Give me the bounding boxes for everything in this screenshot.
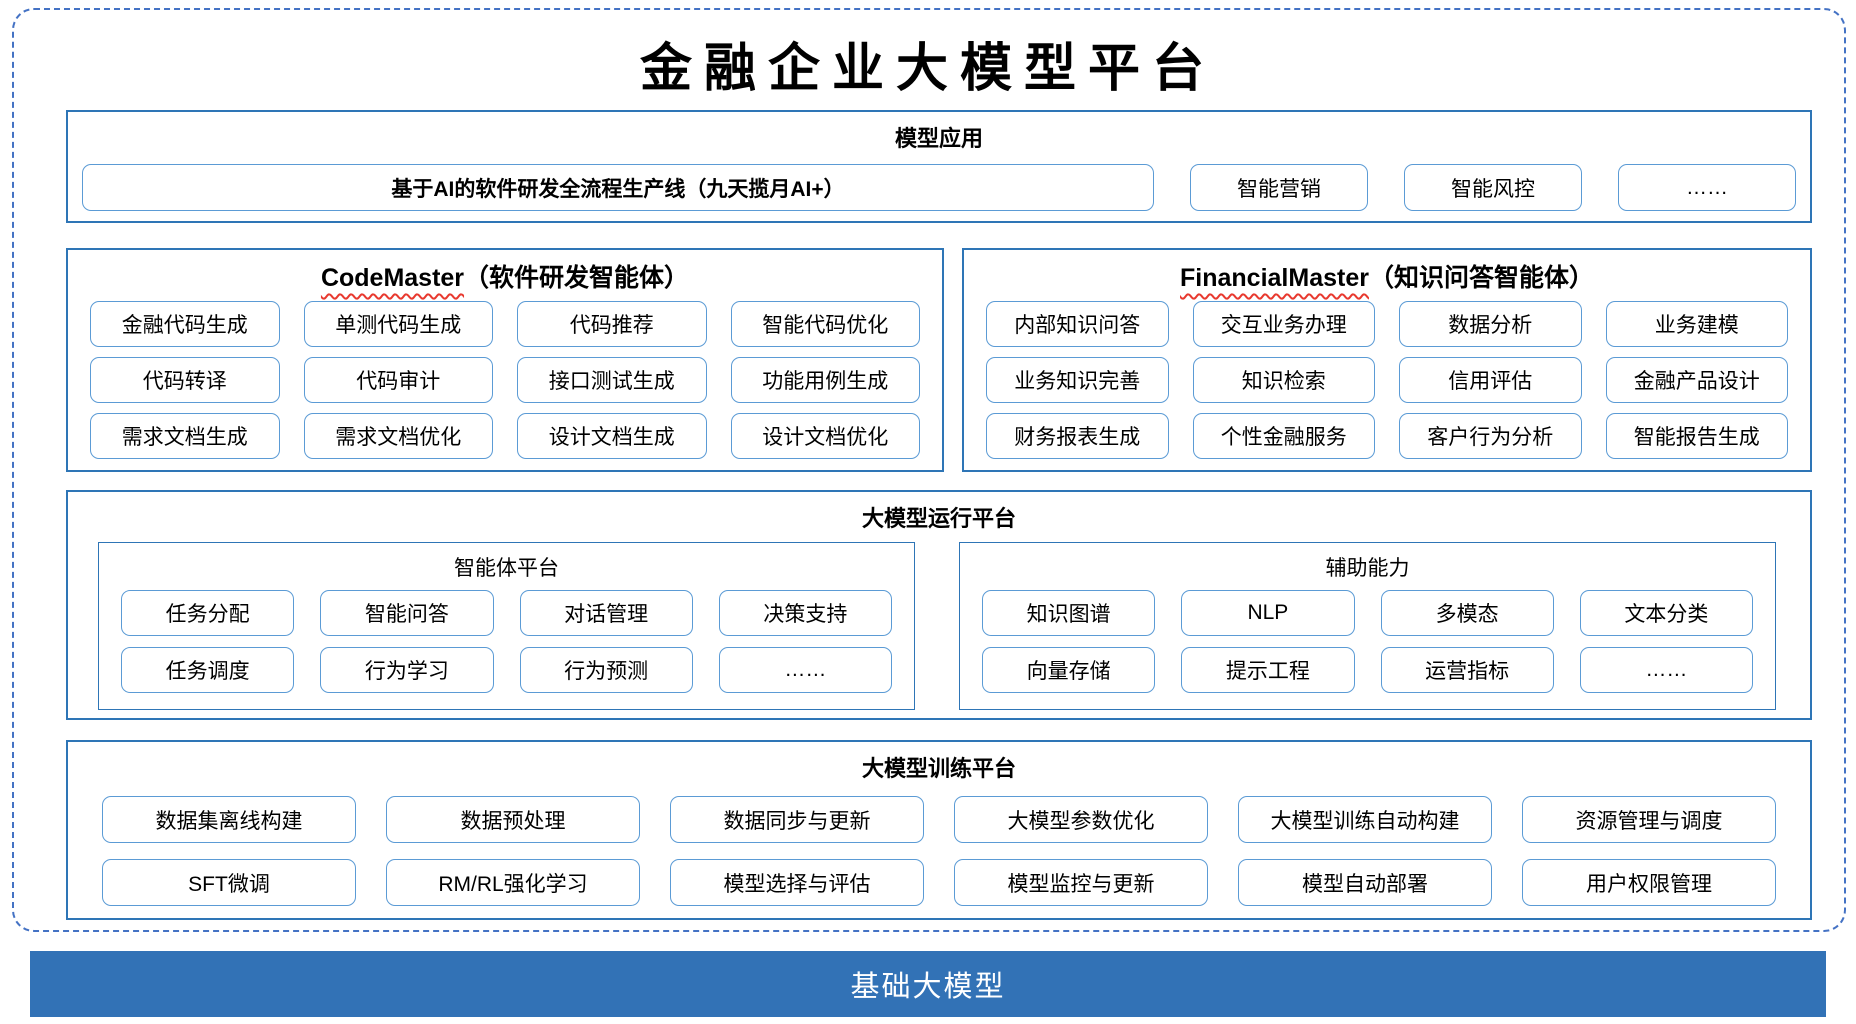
section-model-application: 模型应用 基于AI的软件研发全流程生产线（九天揽月AI+） 智能营销 智能风控 …: [66, 110, 1812, 223]
agent-box: 决策支持: [718, 590, 892, 636]
agent-box: 智能问答: [320, 590, 494, 636]
code-box: 功能用例生成: [730, 357, 920, 403]
train-box: 大模型训练自动构建: [1238, 796, 1492, 843]
agent-platform-row-2: 任务调度 行为学习 行为预测 ……: [121, 647, 892, 693]
subpanel-agent-platform: 智能体平台 任务分配 智能问答 对话管理 决策支持 任务调度 行为学习 行为预测…: [98, 542, 915, 710]
aux-box: NLP: [1181, 590, 1355, 636]
train-box: SFT微调: [102, 859, 356, 906]
foundation-model-bar: 基础大模型: [30, 951, 1826, 1017]
subpanel-aux-capability: 辅助能力 知识图谱 NLP 多模态 文本分类 向量存储 提示工程 运营指标 ……: [959, 542, 1776, 710]
runtime-platform-header: 大模型运行平台: [861, 506, 1016, 531]
training-grid: 数据集离线构建 数据预处理 数据同步与更新 大模型参数优化 大模型训练自动构建 …: [102, 796, 1776, 906]
fin-box: 内部知识问答: [986, 301, 1169, 347]
train-box: RM/RL强化学习: [386, 859, 640, 906]
train-box: 模型自动部署: [1238, 859, 1492, 906]
agent-box: 任务分配: [121, 590, 295, 636]
page-title: 金融企业大模型平台: [639, 41, 1216, 98]
aux-capability-row-2: 向量存储 提示工程 运营指标 ……: [982, 647, 1753, 693]
train-box: 模型选择与评估: [670, 859, 924, 906]
app-box-risk-control: 智能风控: [1404, 164, 1582, 211]
fin-box: 智能报告生成: [1605, 413, 1788, 459]
aux-box: 提示工程: [1181, 647, 1355, 693]
train-box: 数据预处理: [386, 796, 640, 843]
model-application-header: 模型应用: [894, 126, 983, 151]
section-runtime-platform: 大模型运行平台 智能体平台 任务分配 智能问答 对话管理 决策支持 任务调度 行…: [66, 490, 1812, 720]
agent-box: 任务调度: [121, 647, 295, 693]
fin-box: 知识检索: [1192, 357, 1375, 403]
code-box: 设计文档优化: [730, 413, 920, 459]
app-box-marketing: 智能营销: [1190, 164, 1368, 211]
fin-box: 业务建模: [1605, 301, 1788, 347]
financialmaster-grid: 内部知识问答 交互业务办理 数据分析 业务建模 业务知识完善 知识检索 信用评估…: [986, 301, 1788, 459]
aux-box: 知识图谱: [982, 590, 1156, 636]
codemaster-row-3: 需求文档生成 需求文档优化 设计文档生成 设计文档优化: [90, 413, 920, 459]
aux-box: 文本分类: [1579, 590, 1753, 636]
agent-platform-header: 智能体平台: [454, 557, 559, 580]
fin-box: 交互业务办理: [1192, 301, 1375, 347]
train-box: 模型监控与更新: [954, 859, 1208, 906]
code-box: 需求文档生成: [90, 413, 280, 459]
aux-capability-header: 辅助能力: [1325, 557, 1410, 580]
aux-box: 向量存储: [982, 647, 1156, 693]
financialmaster-header: FinancialMaster（知识问答智能体）: [964, 258, 1810, 294]
codemaster-header-cn: （软件研发智能体）: [464, 264, 690, 292]
codemaster-row-1: 金融代码生成 单测代码生成 代码推荐 智能代码优化: [90, 301, 920, 347]
codemaster-header: CodeMaster（软件研发智能体）: [68, 258, 942, 294]
code-box: 智能代码优化: [730, 301, 920, 347]
section-codemaster: CodeMaster（软件研发智能体） 金融代码生成 单测代码生成 代码推荐 智…: [66, 248, 944, 472]
code-box: 金融代码生成: [90, 301, 280, 347]
train-box: 资源管理与调度: [1522, 796, 1776, 843]
aux-capability-row-1: 知识图谱 NLP 多模态 文本分类: [982, 590, 1753, 636]
codemaster-header-en: CodeMaster: [320, 264, 465, 292]
agent-platform-grid: 任务分配 智能问答 对话管理 决策支持 任务调度 行为学习 行为预测 ……: [121, 590, 892, 693]
train-box: 大模型参数优化: [954, 796, 1208, 843]
fin-box: 信用评估: [1399, 357, 1582, 403]
agent-box: 行为预测: [519, 647, 693, 693]
app-box-ellipsis: ……: [1618, 164, 1796, 211]
model-application-row: 基于AI的软件研发全流程生产线（九天揽月AI+） 智能营销 智能风控 ……: [82, 164, 1796, 211]
code-box: 设计文档生成: [517, 413, 707, 459]
section-training-platform: 大模型训练平台 数据集离线构建 数据预处理 数据同步与更新 大模型参数优化 大模…: [66, 740, 1812, 920]
training-platform-header: 大模型训练平台: [861, 756, 1016, 781]
training-row-2: SFT微调 RM/RL强化学习 模型选择与评估 模型监控与更新 模型自动部署 用…: [102, 859, 1776, 906]
financialmaster-row-3: 财务报表生成 个性金融服务 客户行为分析 智能报告生成: [986, 413, 1788, 459]
aux-box-ellipsis: ……: [1579, 647, 1753, 693]
fin-box: 财务报表生成: [986, 413, 1169, 459]
code-box: 需求文档优化: [303, 413, 493, 459]
aux-box: 运营指标: [1380, 647, 1554, 693]
fin-box: 客户行为分析: [1399, 413, 1582, 459]
fin-box: 金融产品设计: [1605, 357, 1788, 403]
code-box: 单测代码生成: [303, 301, 493, 347]
agent-platform-row-1: 任务分配 智能问答 对话管理 决策支持: [121, 590, 892, 636]
code-box: 接口测试生成: [517, 357, 707, 403]
financialmaster-row-1: 内部知识问答 交互业务办理 数据分析 业务建模: [986, 301, 1788, 347]
agent-box: 对话管理: [519, 590, 693, 636]
section-financialmaster: FinancialMaster（知识问答智能体） 内部知识问答 交互业务办理 数…: [962, 248, 1812, 472]
financialmaster-row-2: 业务知识完善 知识检索 信用评估 金融产品设计: [986, 357, 1788, 403]
runtime-subpanels: 智能体平台 任务分配 智能问答 对话管理 决策支持 任务调度 行为学习 行为预测…: [98, 542, 1776, 710]
train-box: 用户权限管理: [1522, 859, 1776, 906]
financialmaster-header-cn: （知识问答智能体）: [1368, 264, 1594, 292]
aux-capability-grid: 知识图谱 NLP 多模态 文本分类 向量存储 提示工程 运营指标 ……: [982, 590, 1753, 693]
codemaster-grid: 金融代码生成 单测代码生成 代码推荐 智能代码优化 代码转译 代码审计 接口测试…: [90, 301, 920, 459]
code-box: 代码推荐: [517, 301, 707, 347]
aux-box: 多模态: [1380, 590, 1554, 636]
fin-box: 业务知识完善: [986, 357, 1169, 403]
fin-box: 数据分析: [1399, 301, 1582, 347]
train-box: 数据同步与更新: [670, 796, 924, 843]
train-box: 数据集离线构建: [102, 796, 356, 843]
agent-box-ellipsis: ……: [718, 647, 892, 693]
platform-dashed-frame: [12, 8, 1846, 932]
agent-box: 行为学习: [320, 647, 494, 693]
code-box: 代码审计: [303, 357, 493, 403]
training-row-1: 数据集离线构建 数据预处理 数据同步与更新 大模型参数优化 大模型训练自动构建 …: [102, 796, 1776, 843]
fin-box: 个性金融服务: [1192, 413, 1375, 459]
code-box: 代码转译: [90, 357, 280, 403]
financialmaster-header-en: FinancialMaster: [1180, 264, 1369, 292]
codemaster-row-2: 代码转译 代码审计 接口测试生成 功能用例生成: [90, 357, 920, 403]
app-box-ai-pipeline: 基于AI的软件研发全流程生产线（九天揽月AI+）: [82, 164, 1154, 211]
